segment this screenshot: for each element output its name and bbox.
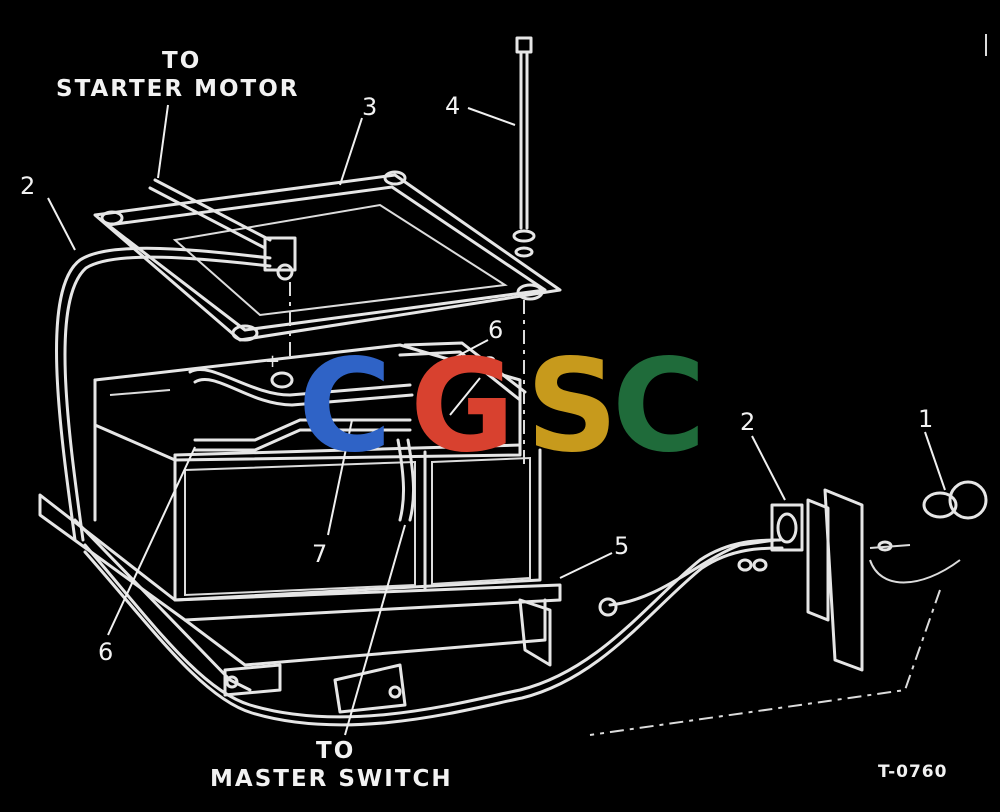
batteries: + [93, 343, 542, 602]
callout-4: 4 [445, 92, 461, 120]
callout-3: 3 [362, 93, 378, 121]
watermark-letter-g: G [410, 332, 516, 481]
callout-7: 7 [312, 540, 328, 568]
hold-down-frame [93, 170, 562, 342]
right-assembly [589, 480, 988, 736]
hold-down-bolt [512, 36, 536, 470]
watermark-letter-s: S [526, 332, 619, 481]
figure-code: T-0760 [878, 762, 948, 782]
callout-2-left: 2 [20, 172, 36, 200]
svg-text:+: + [265, 351, 280, 372]
cable-bottom [83, 538, 784, 727]
to-starter-label-line2: STARTER MOTOR [56, 76, 300, 102]
callout-6-top: 6 [488, 316, 504, 344]
callout-2-right: 2 [740, 408, 756, 436]
watermark-letter-c1: C [298, 332, 392, 481]
to-master-label-line1: TO [316, 738, 356, 764]
watermark-letter-c2: C [612, 332, 706, 481]
callout-8: 8 [482, 352, 498, 380]
to-master-label-line2: MASTER SWITCH [210, 766, 453, 792]
top-cables [188, 341, 527, 522]
cable-left [55, 178, 297, 542]
callout-1: 1 [918, 405, 934, 433]
battery-tray [38, 493, 562, 714]
to-starter-label-line1: TO [162, 48, 202, 74]
callout-5: 5 [614, 532, 630, 560]
leader-lines [47, 104, 946, 736]
callout-6-bottom: 6 [98, 638, 114, 666]
